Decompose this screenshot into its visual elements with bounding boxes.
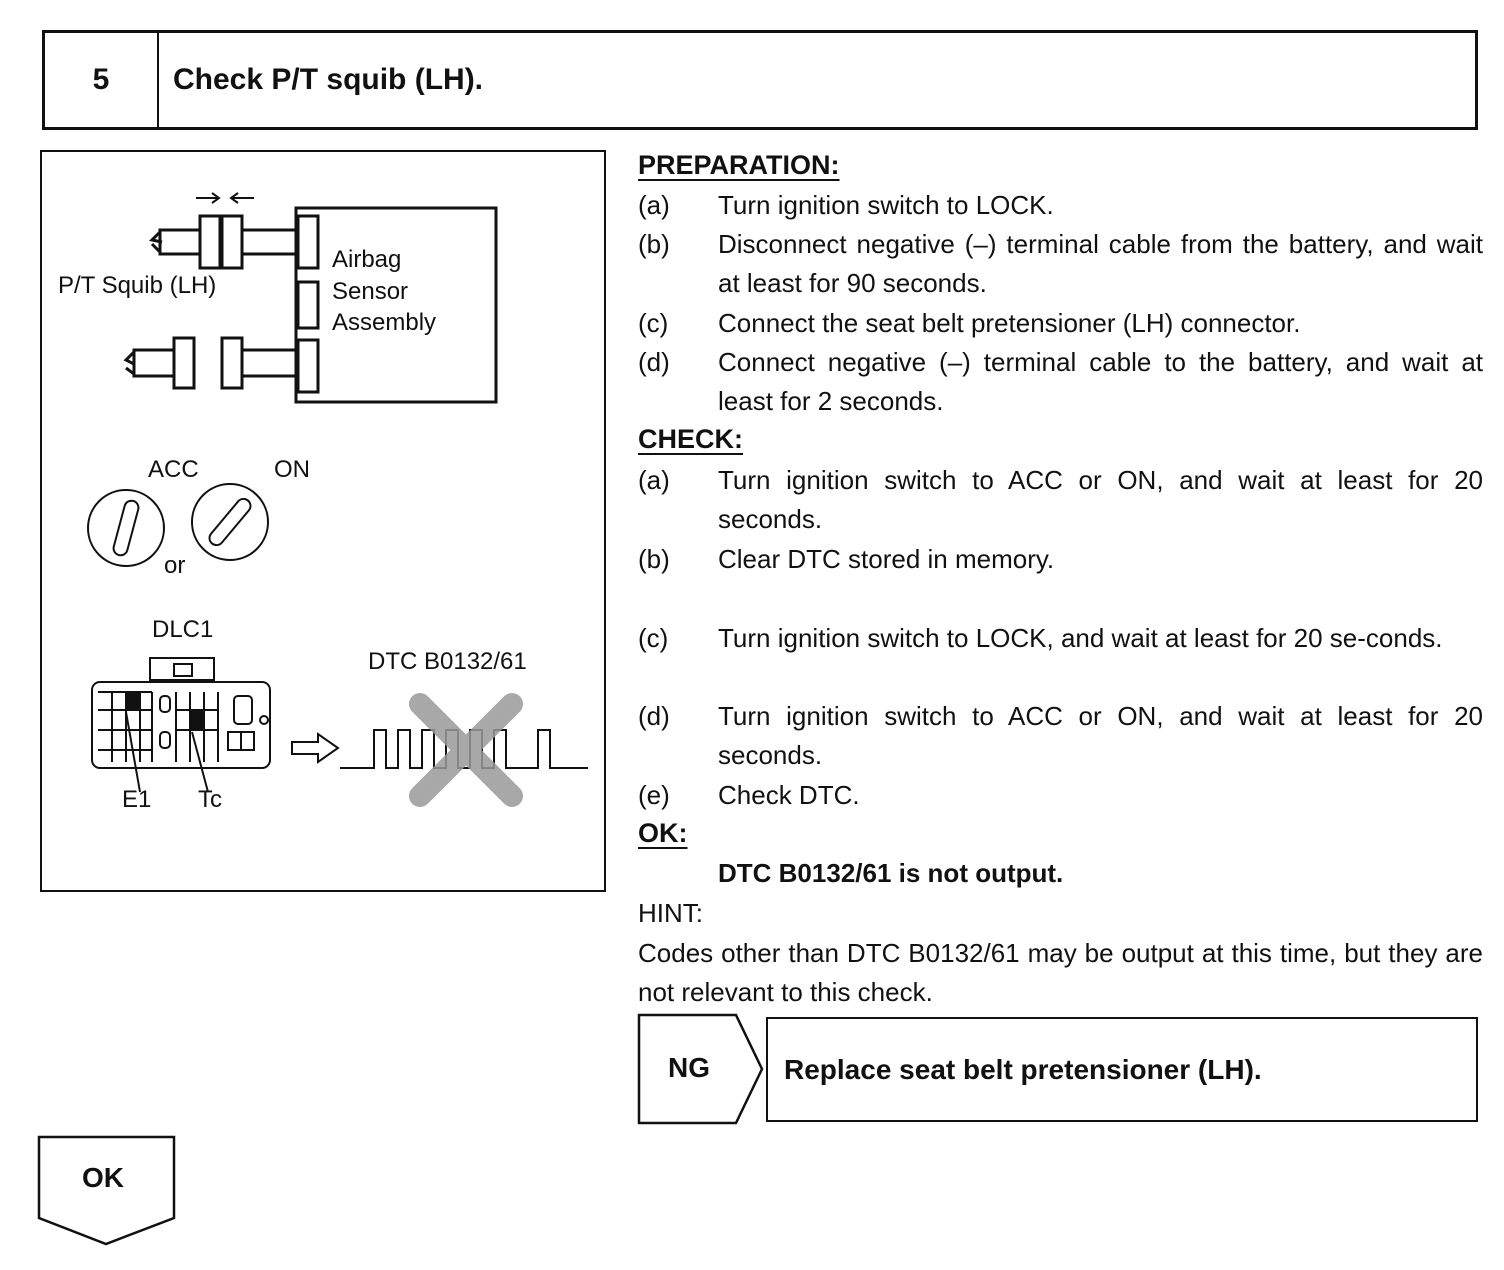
ok-flow-label: OK xyxy=(82,1162,124,1193)
step-text: Turn ignition switch to LOCK. xyxy=(718,190,1054,220)
step-text: Turn ignition switch to ACC or ON, and w… xyxy=(718,701,1483,770)
step-text: Turn ignition switch to LOCK, and wait a… xyxy=(718,623,1443,653)
acc-label: ACC xyxy=(148,456,199,483)
prep-step: (b) Disconnect negative (–) terminal cab… xyxy=(638,225,1483,303)
step-text: Connect negative (–) terminal cable to t… xyxy=(718,347,1483,416)
check-step: (a) Turn ignition switch to ACC or ON, a… xyxy=(638,461,1483,539)
step-label: (a) xyxy=(638,190,670,220)
hint-text: Codes other than DTC B0132/61 may be out… xyxy=(638,938,1483,1007)
step-label: (c) xyxy=(638,623,669,653)
or-label: or xyxy=(164,552,186,579)
check-step: (d) Turn ignition switch to ACC or ON, a… xyxy=(638,697,1483,775)
step-label: (e) xyxy=(638,780,670,810)
ng-flow-arrow xyxy=(637,1013,764,1125)
step-number: 5 xyxy=(45,33,159,127)
step-text: Connect the seat belt pretensioner (LH) … xyxy=(718,308,1301,338)
step-label: (c) xyxy=(638,308,669,338)
step-title: Check P/T squib (LH). xyxy=(173,63,484,96)
sensor-label-line-2: Sensor xyxy=(332,278,409,305)
dlc1-label: DLC1 xyxy=(152,616,214,643)
prep-step: (c) Connect the seat belt pretensioner (… xyxy=(638,304,1483,343)
sensor-label-line-1: Airbag xyxy=(332,246,402,273)
ng-label: NG xyxy=(668,1052,710,1083)
ok-heading: OK: xyxy=(638,818,688,848)
preparation-heading: PREPARATION: xyxy=(638,150,840,180)
step-label: (d) xyxy=(638,701,670,731)
check-step: (e) Check DTC. xyxy=(638,776,1483,815)
dtc-code-label: DTC B0132/61 xyxy=(368,648,527,675)
check-heading: CHECK: xyxy=(638,424,743,454)
e1-terminal-label: E1 xyxy=(122,786,152,813)
ok-flow-arrow xyxy=(37,1135,176,1246)
diagram-figure: P/T Squib (LH) Airbag Sensor Assembly AC… xyxy=(40,150,606,892)
squib-label: P/T Squib (LH) xyxy=(58,272,217,299)
check-step: (b) Clear DTC stored in memory. xyxy=(638,540,1483,579)
prep-step: (d) Connect negative (–) terminal cable … xyxy=(638,343,1483,421)
step-text: Turn ignition switch to ACC or ON, and w… xyxy=(718,465,1483,534)
step-label: (b) xyxy=(638,229,670,259)
check-step: (c) Turn ignition switch to LOCK, and wa… xyxy=(638,619,1483,697)
on-label: ON xyxy=(274,456,310,483)
step-label: (a) xyxy=(638,465,670,495)
diagram-drawing xyxy=(87,192,588,807)
tc-terminal-label: Tc xyxy=(198,786,222,813)
step-label: (b) xyxy=(638,544,670,574)
ok-result: DTC B0132/61 is not output. xyxy=(718,858,1064,888)
hint-heading: HINT: xyxy=(638,898,703,928)
prep-step: (a) Turn ignition switch to LOCK. xyxy=(638,186,1483,225)
step-text: Disconnect negative (–) terminal cable f… xyxy=(718,229,1483,298)
sensor-label-line-3: Assembly xyxy=(332,309,437,336)
step-text: Clear DTC stored in memory. xyxy=(718,544,1055,574)
step-header: 5 Check P/T squib (LH). xyxy=(42,30,1478,130)
ng-action-box: Replace seat belt pretensioner (LH). xyxy=(766,1017,1478,1122)
step-label: (d) xyxy=(638,347,670,377)
step-text: Check DTC. xyxy=(718,780,860,810)
